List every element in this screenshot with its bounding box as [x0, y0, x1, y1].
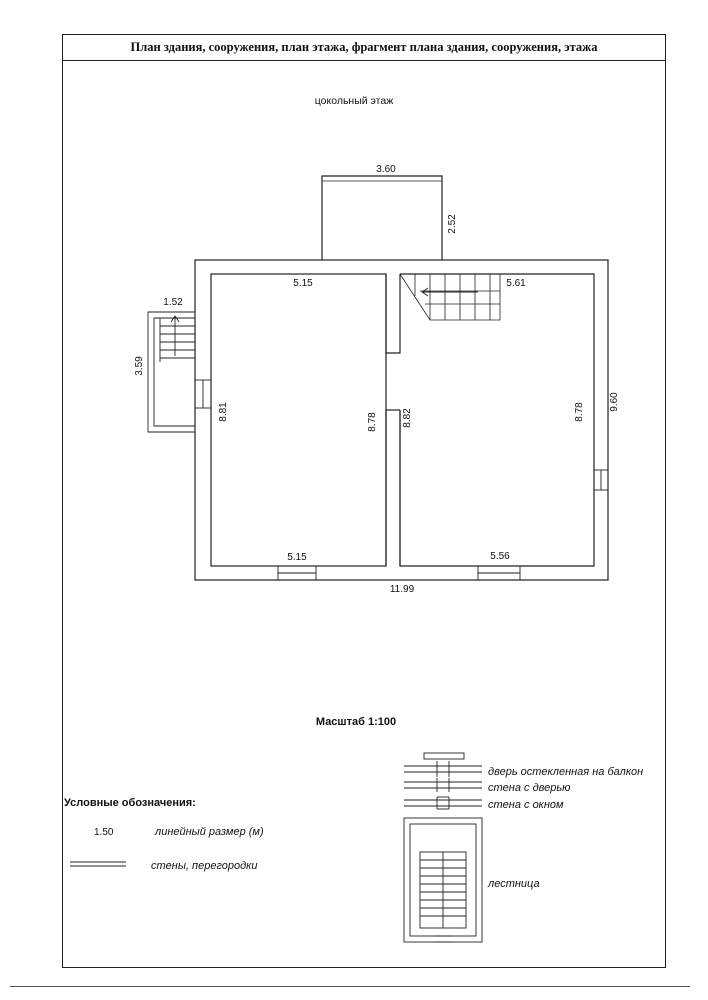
dim-right-room-top: 5.61 — [506, 278, 526, 289]
dim-overall-depth: 9.60 — [609, 392, 620, 412]
left-room-inner — [210, 273, 387, 567]
legend-title: Условные обозначения: — [64, 797, 196, 809]
legend-balcony-door: дверь остекленная на балкон — [488, 766, 643, 778]
right-room-inner — [399, 273, 595, 567]
legend-wall-door: стена с дверью — [488, 782, 570, 794]
header-row: План здания, сооружения, план этажа, фра… — [63, 35, 665, 61]
dim-porch-length: 3.59 — [134, 356, 145, 376]
legend-linear-size: линейный размер (м) — [154, 826, 264, 838]
dim-right-room-inner: 8.78 — [574, 402, 585, 422]
dim-top-annex-depth: 2.52 — [447, 214, 458, 234]
porch — [147, 311, 195, 433]
legend-wall-window: стена с окном — [488, 799, 564, 811]
stairs-top — [399, 273, 501, 321]
drawing-frame: План здания, сооружения, план этажа, фра… — [62, 34, 666, 968]
dim-overall-width: 11.99 — [390, 584, 415, 595]
legend-stairs: лестница — [487, 878, 540, 890]
dim-left-wall-inner: 8.81 — [218, 402, 229, 422]
page-title: План здания, сооружения, план этажа, фра… — [130, 40, 598, 54]
dim-top-annex-width: 3.60 — [376, 164, 396, 175]
floor-name: цокольный этаж — [315, 95, 393, 107]
legend-sample-value: 1.50 — [94, 827, 114, 838]
bottom-rule — [10, 986, 690, 987]
dim-partition-left: 8.78 — [367, 412, 378, 432]
exterior-wall-outer — [194, 259, 609, 581]
dim-left-room-top: 5.15 — [293, 278, 313, 289]
dim-right-room-bottom: 5.56 — [490, 551, 510, 562]
legend-symbols — [70, 752, 483, 943]
window-bottom-right — [477, 566, 521, 580]
scale-label: Масштаб 1:100 — [316, 716, 396, 728]
legend-walls: стены, перегородки — [151, 860, 258, 872]
door-left-wall — [195, 379, 211, 409]
window-bottom-left — [277, 566, 317, 580]
dim-porch-width: 1.52 — [163, 297, 183, 308]
dim-partition-right: 8.82 — [402, 408, 413, 428]
stairs-arrows — [170, 287, 478, 356]
annex-outline — [321, 175, 443, 260]
partition-stub-upper — [385, 274, 401, 354]
window-right-wall — [594, 469, 608, 491]
dim-left-room-bottom: 5.15 — [287, 552, 307, 563]
